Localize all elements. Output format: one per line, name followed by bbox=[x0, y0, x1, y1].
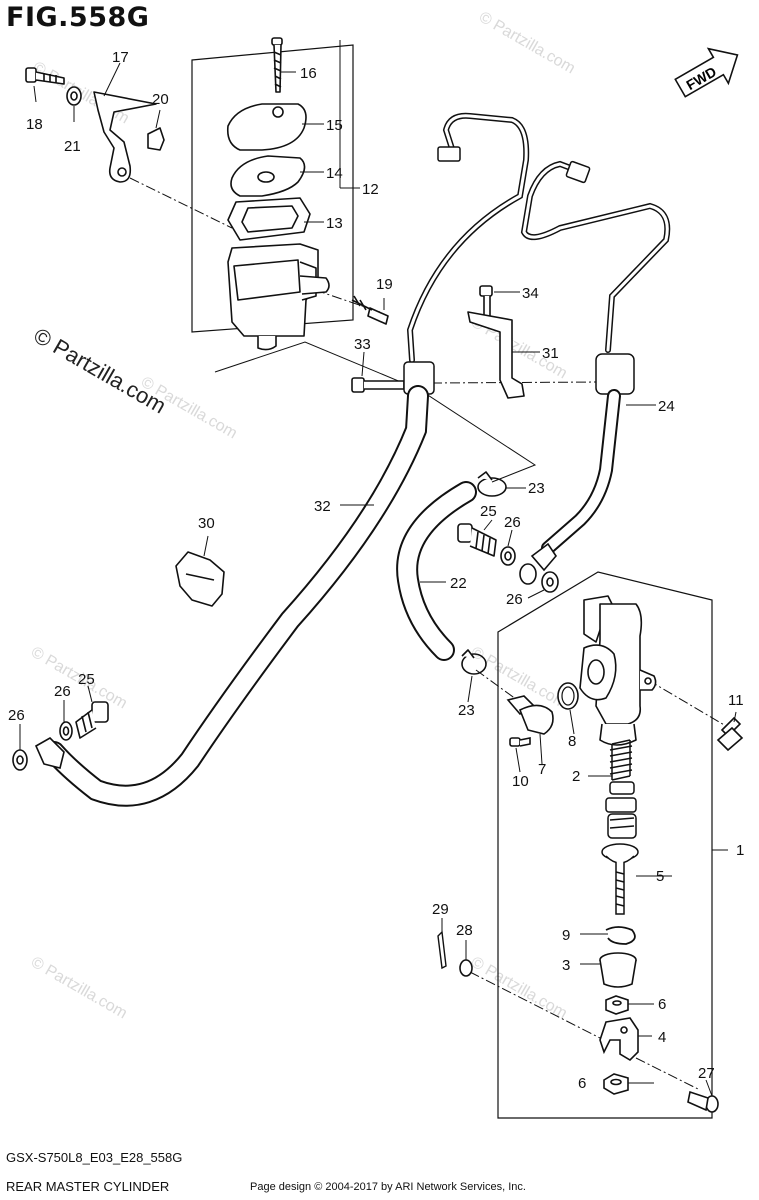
part-4-clevis bbox=[599, 1017, 639, 1062]
callout-26: 26 bbox=[54, 683, 71, 700]
watermark-text: © Partzilla.com bbox=[468, 954, 570, 1023]
fwd-arrow-icon: FWD bbox=[674, 47, 739, 98]
callout-13: 13 bbox=[326, 215, 343, 232]
callout-25: 25 bbox=[78, 671, 95, 688]
callout-26: 26 bbox=[504, 514, 521, 531]
callout-17: 17 bbox=[112, 49, 129, 66]
callout-6: 6 bbox=[658, 996, 666, 1013]
part-19-bolt bbox=[351, 295, 389, 325]
diagram-name: REAR MASTER CYLINDER bbox=[6, 1179, 170, 1194]
callout-26: 26 bbox=[506, 591, 523, 608]
part-24-hose-fitting-right bbox=[595, 353, 635, 395]
part-16-screw bbox=[271, 37, 283, 93]
callout-30: 30 bbox=[198, 515, 215, 532]
callout-4: 4 bbox=[658, 1029, 666, 1046]
callout-27: 27 bbox=[698, 1065, 715, 1082]
callout-34: 34 bbox=[522, 285, 539, 302]
part-25-banjo-bolt-upper bbox=[457, 523, 497, 557]
watermark-text: © Partzilla.com bbox=[476, 9, 578, 78]
model-code: GSX-S750L8_E03_E28_558G bbox=[6, 1150, 183, 1165]
callout-14: 14 bbox=[326, 165, 343, 182]
callout-24: 24 bbox=[658, 398, 675, 415]
part-11-bolt bbox=[716, 716, 744, 752]
part-30-clamp bbox=[175, 551, 225, 607]
hose-ends bbox=[34, 542, 558, 769]
part-23-clamp-upper bbox=[477, 471, 507, 497]
callout-6: 6 bbox=[578, 1075, 586, 1092]
part-29-cotter-pin bbox=[437, 930, 447, 970]
part-23-clamp-lower bbox=[461, 649, 487, 675]
callout-3: 3 bbox=[562, 957, 570, 974]
part-7-joint bbox=[506, 695, 554, 735]
part-5-push-rod bbox=[601, 843, 639, 915]
part-25-banjo-bolt-lower bbox=[75, 701, 109, 739]
part-1-master-cylinder bbox=[579, 595, 657, 746]
callout-16: 16 bbox=[300, 65, 317, 82]
callout-31: 31 bbox=[542, 345, 559, 362]
part-27-pin bbox=[687, 1090, 719, 1113]
callout-18: 18 bbox=[26, 116, 43, 133]
part-28-washer bbox=[459, 959, 473, 977]
part-10-screw bbox=[509, 737, 531, 747]
callout-11: 11 bbox=[728, 692, 744, 709]
callout-29: 29 bbox=[432, 901, 449, 918]
callout-32: 32 bbox=[314, 498, 331, 515]
part-2-piston-set bbox=[605, 739, 637, 839]
callout-15: 15 bbox=[326, 117, 343, 134]
brake-pipes bbox=[406, 112, 671, 363]
callout-8: 8 bbox=[568, 733, 576, 750]
partzilla-watermark-main: © Partzilla.com bbox=[30, 323, 171, 419]
callout-leaders bbox=[19, 40, 737, 1097]
part-20-grommet bbox=[147, 127, 165, 151]
callout-2: 2 bbox=[572, 768, 580, 785]
callout-12: 12 bbox=[362, 181, 379, 198]
hoses bbox=[43, 385, 621, 807]
part-3-boot bbox=[599, 952, 637, 988]
callout-22: 22 bbox=[450, 575, 467, 592]
callout-1: 1 bbox=[736, 842, 744, 859]
callout-28: 28 bbox=[456, 922, 473, 939]
callout-21: 21 bbox=[64, 138, 81, 155]
callout-5: 5 bbox=[656, 868, 664, 885]
callout-20: 20 bbox=[152, 91, 169, 108]
callout-23: 23 bbox=[528, 480, 545, 497]
part-6-nut bbox=[605, 995, 629, 1015]
callout-7: 7 bbox=[538, 761, 546, 778]
callout-23: 23 bbox=[458, 702, 475, 719]
callout-26: 26 bbox=[8, 707, 25, 724]
master-cylinder-group-box bbox=[497, 571, 713, 1119]
callout-labels: 1 2 3 4 5 6 6 7 8 9 10 11 12 13 14 15 16… bbox=[8, 49, 744, 1092]
figure-title: FIG.558G bbox=[6, 2, 150, 33]
callout-25: 25 bbox=[480, 503, 497, 520]
part-17-bracket bbox=[93, 91, 157, 183]
copyright-notice: Page design © 2004-2017 by ARI Network S… bbox=[250, 1181, 526, 1193]
part-9-circlip bbox=[605, 926, 636, 945]
part-34-bolt bbox=[479, 285, 493, 317]
part-31-bracket bbox=[467, 311, 525, 399]
reservoir-group-box bbox=[191, 44, 354, 333]
watermark-text: © Partzilla.com bbox=[28, 954, 130, 1023]
callout-33: 33 bbox=[354, 336, 371, 353]
callout-10: 10 bbox=[512, 773, 529, 790]
part-15-cap bbox=[226, 103, 307, 151]
callout-9: 9 bbox=[562, 927, 570, 944]
part-6-nut-lower bbox=[603, 1073, 629, 1095]
hose-group-outline bbox=[214, 341, 537, 483]
part-18-bolt bbox=[25, 67, 65, 85]
pipe-fittings bbox=[403, 146, 635, 395]
callout-19: 19 bbox=[376, 276, 393, 293]
